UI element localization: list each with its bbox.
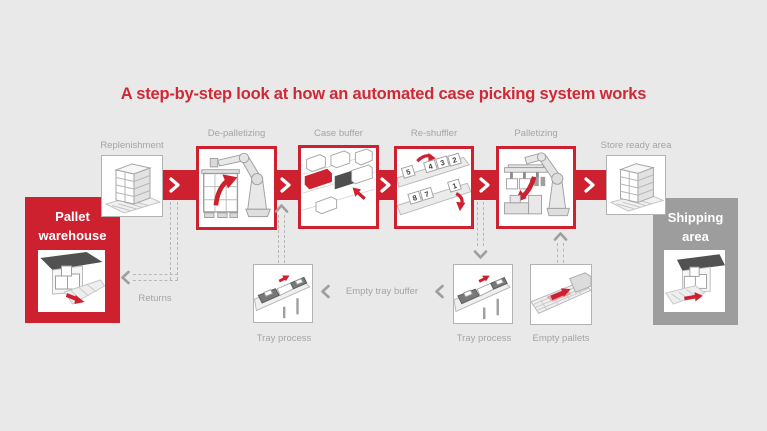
step-label-case-buffer: Case buffer: [314, 128, 363, 139]
re-shuffler-illustration: 5 4 3 2 8 7 1: [397, 152, 471, 216]
pallet-connector: [563, 243, 564, 263]
empty-pallets-label: Empty pallets: [532, 333, 590, 344]
step-label-store-ready-area: Store ready area: [600, 140, 672, 151]
shipping-dock-illustration: [665, 254, 725, 305]
empty-pallets-box: [530, 264, 592, 325]
step-box-replenishment: [101, 155, 163, 217]
shipping-area-label: Shipping area: [667, 210, 724, 244]
svg-text:5: 5: [405, 167, 412, 177]
step-label-re-shuffler: Re-shuffler: [410, 128, 458, 139]
pallet-warehouse-image: [38, 250, 105, 312]
tray-connector: [284, 215, 285, 263]
tray-process-illustration: [454, 275, 511, 320]
shipping-area-panel: Shipping area: [653, 198, 738, 325]
chevron-right-icon: [280, 177, 291, 193]
palletizing-robot-illustration: [504, 152, 570, 217]
svg-text:4: 4: [427, 161, 434, 171]
shipping-area-image: [664, 250, 725, 312]
chevron-right-icon: [479, 177, 490, 193]
returns-connector: [133, 274, 178, 275]
returns-connector: [170, 202, 171, 280]
warehouse-dock-illustration: [40, 252, 105, 305]
chevron-right-icon: [380, 177, 391, 193]
pallet-warehouse-panel: Pallet warehouse: [25, 197, 120, 323]
tray-process-right-box: [453, 264, 513, 324]
step-box-re-shuffler: 5 4 3 2 8 7 1: [394, 146, 474, 229]
svg-text:8: 8: [412, 193, 419, 203]
chevron-right-icon: [169, 177, 180, 193]
tray-process-illustration: [254, 275, 311, 319]
step-label-de-palletizing: De-palletizing: [207, 128, 266, 139]
svg-text:3: 3: [439, 158, 446, 168]
step-box-de-palletizing: [196, 146, 277, 230]
page-title: A step-by-step look at how an automated …: [120, 85, 647, 103]
chevron-left-icon: [321, 284, 330, 299]
svg-text:1: 1: [451, 181, 458, 191]
chevron-left-icon: [435, 284, 444, 299]
chevron-right-icon: [584, 177, 595, 193]
step-box-case-buffer: [298, 145, 379, 229]
chevron-up-icon: [274, 204, 289, 213]
tray-connector: [477, 202, 478, 246]
returns-connector: [133, 280, 178, 281]
pallet-stack-illustration: [104, 163, 162, 214]
case-buffer-illustration: [302, 148, 375, 215]
svg-text:2: 2: [451, 155, 458, 165]
pallet-connector: [557, 243, 558, 263]
empty-tray-buffer-label: Empty tray buffer: [345, 286, 419, 297]
tray-connector: [278, 215, 279, 263]
returns-label: Returns: [138, 293, 172, 304]
step-label-palletizing: Palletizing: [514, 128, 558, 139]
chevron-up-icon: [553, 232, 568, 241]
empty-pallets-illustration: [531, 272, 591, 314]
chevron-left-icon: [121, 270, 130, 285]
tray-process-left-label: Tray process: [256, 333, 312, 344]
tray-process-left-box: [253, 264, 313, 323]
step-label-replenishment: Replenishment: [100, 140, 164, 151]
returns-connector: [177, 202, 178, 280]
tray-connector: [483, 202, 484, 246]
pallet-warehouse-label: Pallet warehouse: [38, 209, 107, 243]
step-box-store-ready-area: [606, 155, 666, 215]
depalletizing-robot-illustration: [201, 152, 271, 218]
step-box-palletizing: [496, 146, 576, 229]
svg-text:7: 7: [424, 189, 431, 199]
ready-pallet-stack-illustration: [609, 163, 665, 212]
tray-process-right-label: Tray process: [456, 333, 512, 344]
chevron-down-icon: [473, 250, 488, 259]
